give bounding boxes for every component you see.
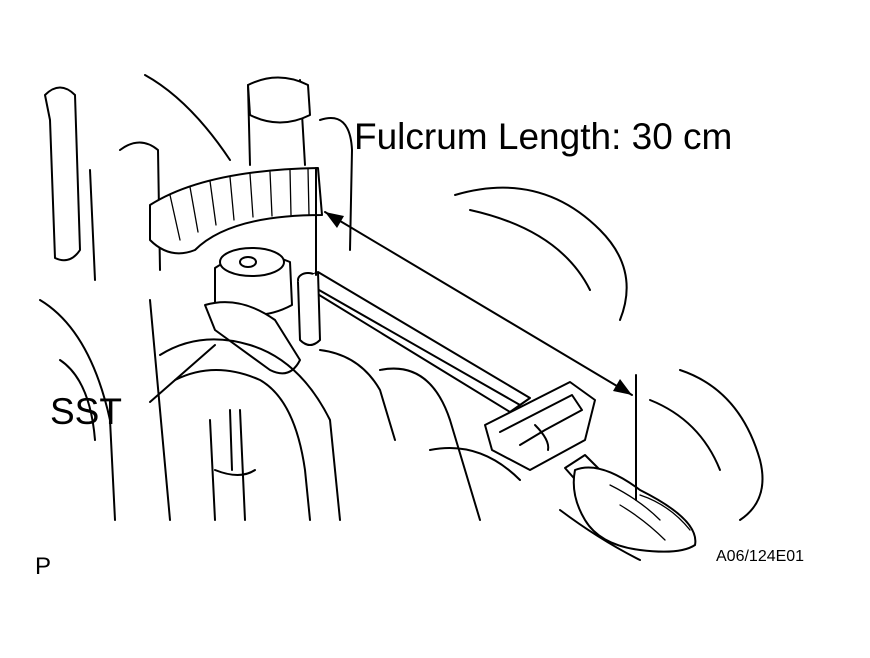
sst-label: SST <box>50 391 122 432</box>
sst-wrench <box>297 271 601 486</box>
fulcrum-dimension <box>315 167 637 501</box>
engine-background <box>39 74 764 561</box>
corrugated-hose <box>149 167 323 255</box>
view-label: P <box>35 553 52 580</box>
figure-code: A06/124E01 <box>716 548 805 565</box>
fulcrum-length-label: Fulcrum Length: 30 cm <box>354 116 733 157</box>
regulator-assembly <box>159 247 396 521</box>
hand <box>572 466 697 553</box>
sst-leader-line <box>149 344 216 403</box>
